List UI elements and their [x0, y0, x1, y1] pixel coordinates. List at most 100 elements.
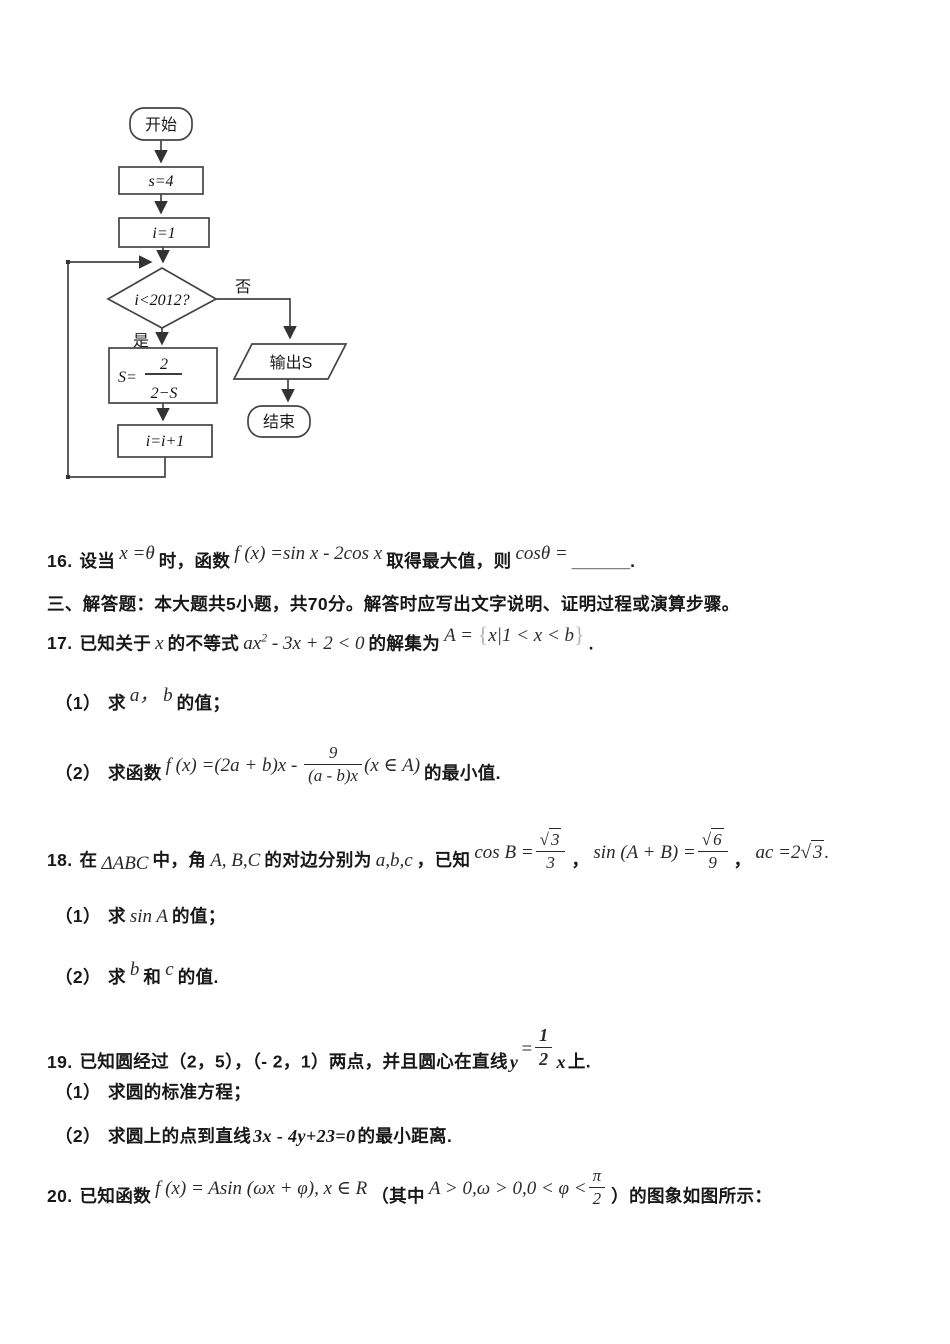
math-expression: f (x) =(2a + b)x - 9(a - b)x(x ∈ A) — [165, 743, 421, 788]
text-segment: 的解集为 — [368, 633, 441, 654]
text-segment: 求 — [107, 967, 126, 987]
math-segment: x — [556, 1051, 566, 1072]
math-segment: = — [520, 1038, 534, 1060]
text-segment: （其中 — [371, 1186, 425, 1207]
fraction-denominator: 2 — [535, 1047, 553, 1069]
sqrt-sign: √ — [800, 842, 811, 864]
radicand: 6 — [711, 828, 724, 849]
text-segment: 时，函数 — [158, 551, 231, 571]
math-segment: f (x) =(2a + b)x - — [165, 755, 303, 777]
question-number: 17. — [47, 633, 73, 654]
part-number: （1） — [55, 693, 101, 713]
text-segment: 取得最大值，则 — [386, 551, 512, 571]
assign-numerator: 2 — [160, 356, 168, 373]
fraction: 9(a - b)x — [304, 743, 363, 786]
math-segment: cosθ = — [515, 543, 568, 564]
sqrt-sign: √ — [539, 830, 549, 849]
math-set-notation: A = {x|1 < x < b} — [444, 622, 584, 648]
math-segment: A = — [444, 625, 473, 647]
fraction-denominator: 9 — [697, 851, 728, 872]
text-segment: 求函数 — [107, 763, 162, 784]
math-segment: x — [155, 633, 164, 655]
init-i-box — [118, 217, 210, 248]
math-segment: ac =2 — [755, 842, 801, 864]
text-segment: 设当 — [79, 551, 116, 571]
math-segment: ΔABC — [101, 853, 149, 875]
text-segment: 的最小值. — [424, 763, 501, 784]
text-segment: 的对边分别为 — [264, 850, 372, 871]
text-segment: ）的图象如图所示： — [611, 1186, 773, 1207]
math-superscript: 2 — [261, 631, 268, 645]
text-segment: 在 — [79, 850, 98, 871]
output-parallelogram — [232, 343, 348, 380]
math-segment: x =θ — [119, 543, 155, 564]
part-number: （2） — [55, 763, 101, 784]
flowchart: 开始 s=4 i=1 i<2012? 否 是 S= 2 2−S i=i+1 输出… — [66, 107, 348, 479]
text-segment: 上. — [567, 1051, 592, 1072]
text-segment: 求 — [107, 693, 126, 713]
math-segment: (x ∈ A) — [364, 755, 421, 777]
text-segment: 求圆的标准方程； — [107, 1082, 252, 1102]
text-segment: 的值. — [177, 967, 219, 987]
no-branch-line — [216, 298, 297, 340]
brace-open: { — [477, 622, 489, 648]
part-number: （2） — [55, 1126, 101, 1146]
math-segment: a， b — [129, 685, 173, 706]
text-segment: 的值； — [176, 693, 231, 713]
math-segment: ax — [243, 633, 262, 655]
part-number: （1） — [55, 1082, 101, 1102]
text-segment: ， — [571, 850, 590, 871]
sqrt-sign: √ — [701, 830, 712, 849]
math-expression: ac =2√3. — [755, 840, 829, 865]
text-segment: . — [588, 633, 594, 654]
no-label: 否 — [235, 279, 251, 296]
section-header: 三、解答题：本大题共5小题，共70分。解答时应写出文字说明、证明过程或演算步骤。 — [47, 592, 740, 616]
math-segment: x — [488, 625, 497, 647]
question-number: 16. — [47, 551, 73, 571]
text-segment: 已知函数 — [79, 1186, 152, 1207]
radicand: 3 — [548, 828, 562, 849]
math-segment: sin (A + B) = — [593, 842, 696, 864]
increment-label: i=i+1 — [146, 433, 184, 450]
init-s-label: s=4 — [148, 173, 173, 190]
fraction-denominator: (a - b)x — [304, 764, 363, 785]
answer-blank: ______ — [571, 551, 631, 571]
text-segment: 求 — [107, 906, 126, 926]
init-i-label: i=1 — [152, 225, 175, 242]
set-divider: | — [496, 625, 502, 647]
math-segment: f (x) =sin x - 2cos x — [234, 543, 383, 564]
question-number: 19. — [47, 1051, 73, 1072]
radicand: 3 — [810, 840, 825, 864]
condition-label: i<2012? — [134, 292, 189, 309]
question-number: 18. — [47, 850, 73, 871]
math-segment: 1 < x < b — [501, 625, 575, 647]
fraction-numerator: 1 — [539, 1025, 549, 1045]
math-segment: - 3x + 2 < 0 — [267, 633, 365, 655]
text-segment: 已知关于 — [79, 633, 152, 654]
text-segment: 中，角 — [152, 850, 207, 871]
fraction-denominator: 2 — [588, 1187, 606, 1208]
text-segment: 和 — [143, 967, 162, 987]
text-segment: ，已知 — [416, 850, 471, 871]
math-segment: f (x) = Asin (ωx + φ), x ∈ R — [155, 1178, 368, 1200]
math-segment: A > 0,ω > 0,0 < φ < — [428, 1178, 587, 1200]
math-segment: cos B = — [474, 842, 534, 864]
text-segment: 已知圆经过（2，5），（- 2，1）两点，并且圆心在直线 — [79, 1051, 508, 1072]
math-segment: a,b,c — [375, 850, 413, 872]
fraction-denominator: 3 — [535, 851, 566, 872]
math-segment: sin A — [129, 906, 169, 927]
